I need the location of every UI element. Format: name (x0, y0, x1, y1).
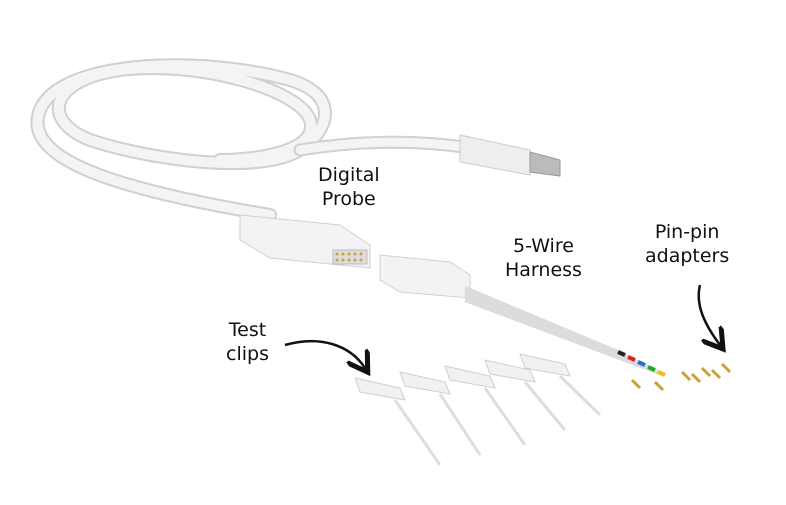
test-clips-label: Test clips (226, 318, 269, 366)
digital-probe-label-line2: Probe (321, 188, 376, 210)
pin-adapters-label: Pin-pin adapters (645, 220, 729, 268)
test-clips-label-line1: Test (228, 319, 267, 341)
digital-probe-body (239, 214, 371, 269)
test-clips-label-line2: clips (226, 343, 269, 365)
usb-c-connector (459, 134, 561, 177)
pin-adapters-label-line2: adapters (645, 245, 730, 267)
harness-label-line2: Harness (505, 259, 582, 281)
digital-probe-label-line1: Digital (318, 164, 380, 186)
cable-loop (30, 58, 477, 222)
harness-label-line1: 5-Wire (513, 235, 574, 257)
wire-harness (379, 254, 666, 377)
pin-adapters-label-line1: Pin-pin (654, 221, 720, 243)
test-clips-arrow (284, 339, 365, 368)
harness-label: 5-Wire Harness (505, 234, 582, 282)
pin-adapters-arrow (697, 284, 720, 345)
test-clips (354, 353, 602, 466)
digital-probe-label: Digital Probe (318, 163, 380, 211)
pin-adapters (630, 362, 732, 392)
